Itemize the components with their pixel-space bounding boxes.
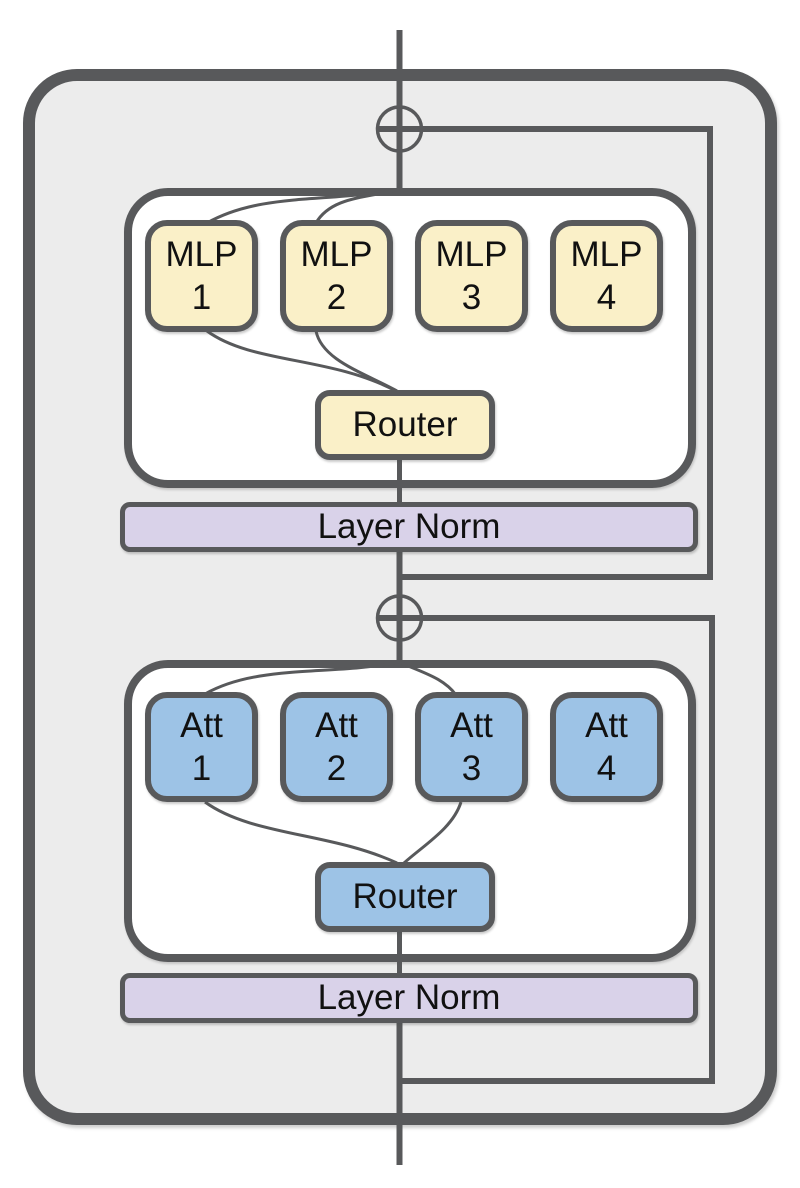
mlp-router-box: Router [315, 390, 495, 460]
att-expert-4-label: Att [585, 706, 628, 745]
mlp-router-label: Router [352, 405, 458, 444]
att-expert-2-number: 2 [326, 749, 347, 788]
att-expert-4-number: 4 [596, 749, 617, 788]
mlp-expert-2-label: MLP [300, 235, 373, 274]
att-expert-4-box: Att 4 [550, 692, 663, 802]
route-to-mlp1-curve [206, 187, 400, 225]
residual-skip-top [377, 126, 713, 580]
mlp-expert-3-label: MLP [435, 235, 508, 274]
add-node-middle-icon [375, 594, 424, 642]
mlp-expert-2-box: MLP 2 [280, 220, 393, 332]
add-node-top-icon [375, 105, 424, 153]
route-to-att1-curve [204, 660, 400, 696]
att-layer-norm-box: Layer Norm [120, 973, 698, 1023]
att-expert-2-box: Att 2 [280, 692, 393, 802]
mlp1-to-router-curve [206, 329, 397, 393]
route-to-mlp2-curve [314, 187, 400, 224]
mlp-expert-4-number: 4 [596, 278, 617, 317]
mlp-expert-1-box: MLP 1 [145, 220, 258, 332]
mlp2-to-router-curve [314, 330, 398, 393]
mlp-expert-3-number: 3 [461, 278, 482, 317]
residual-skip-bottom [377, 615, 715, 1084]
att-expert-1-label: Att [180, 706, 223, 745]
att-layer-norm-label: Layer Norm [317, 978, 501, 1017]
att1-to-router-curve [204, 800, 398, 865]
mlp-expert-3-box: MLP 3 [415, 220, 528, 332]
att-expert-3-number: 3 [461, 749, 482, 788]
att-expert-1-number: 1 [191, 749, 212, 788]
att3-to-router-curve [402, 801, 463, 865]
att-expert-1-box: Att 1 [145, 692, 258, 802]
att-router-box: Router [315, 862, 495, 932]
mlp-layer-norm-label: Layer Norm [317, 507, 501, 546]
att-router-label: Router [352, 877, 458, 916]
mlp-expert-2-number: 2 [326, 278, 347, 317]
mlp-expert-1-label: MLP [165, 235, 238, 274]
att-expert-3-box: Att 3 [415, 692, 528, 802]
att-expert-2-label: Att [315, 706, 358, 745]
att-expert-3-label: Att [450, 706, 493, 745]
mlp-expert-1-number: 1 [191, 278, 212, 317]
mlp-layer-norm-box: Layer Norm [120, 502, 698, 552]
route-to-att3-curve [398, 660, 458, 696]
mlp-expert-4-box: MLP 4 [550, 220, 663, 332]
mlp-expert-4-label: MLP [570, 235, 643, 274]
